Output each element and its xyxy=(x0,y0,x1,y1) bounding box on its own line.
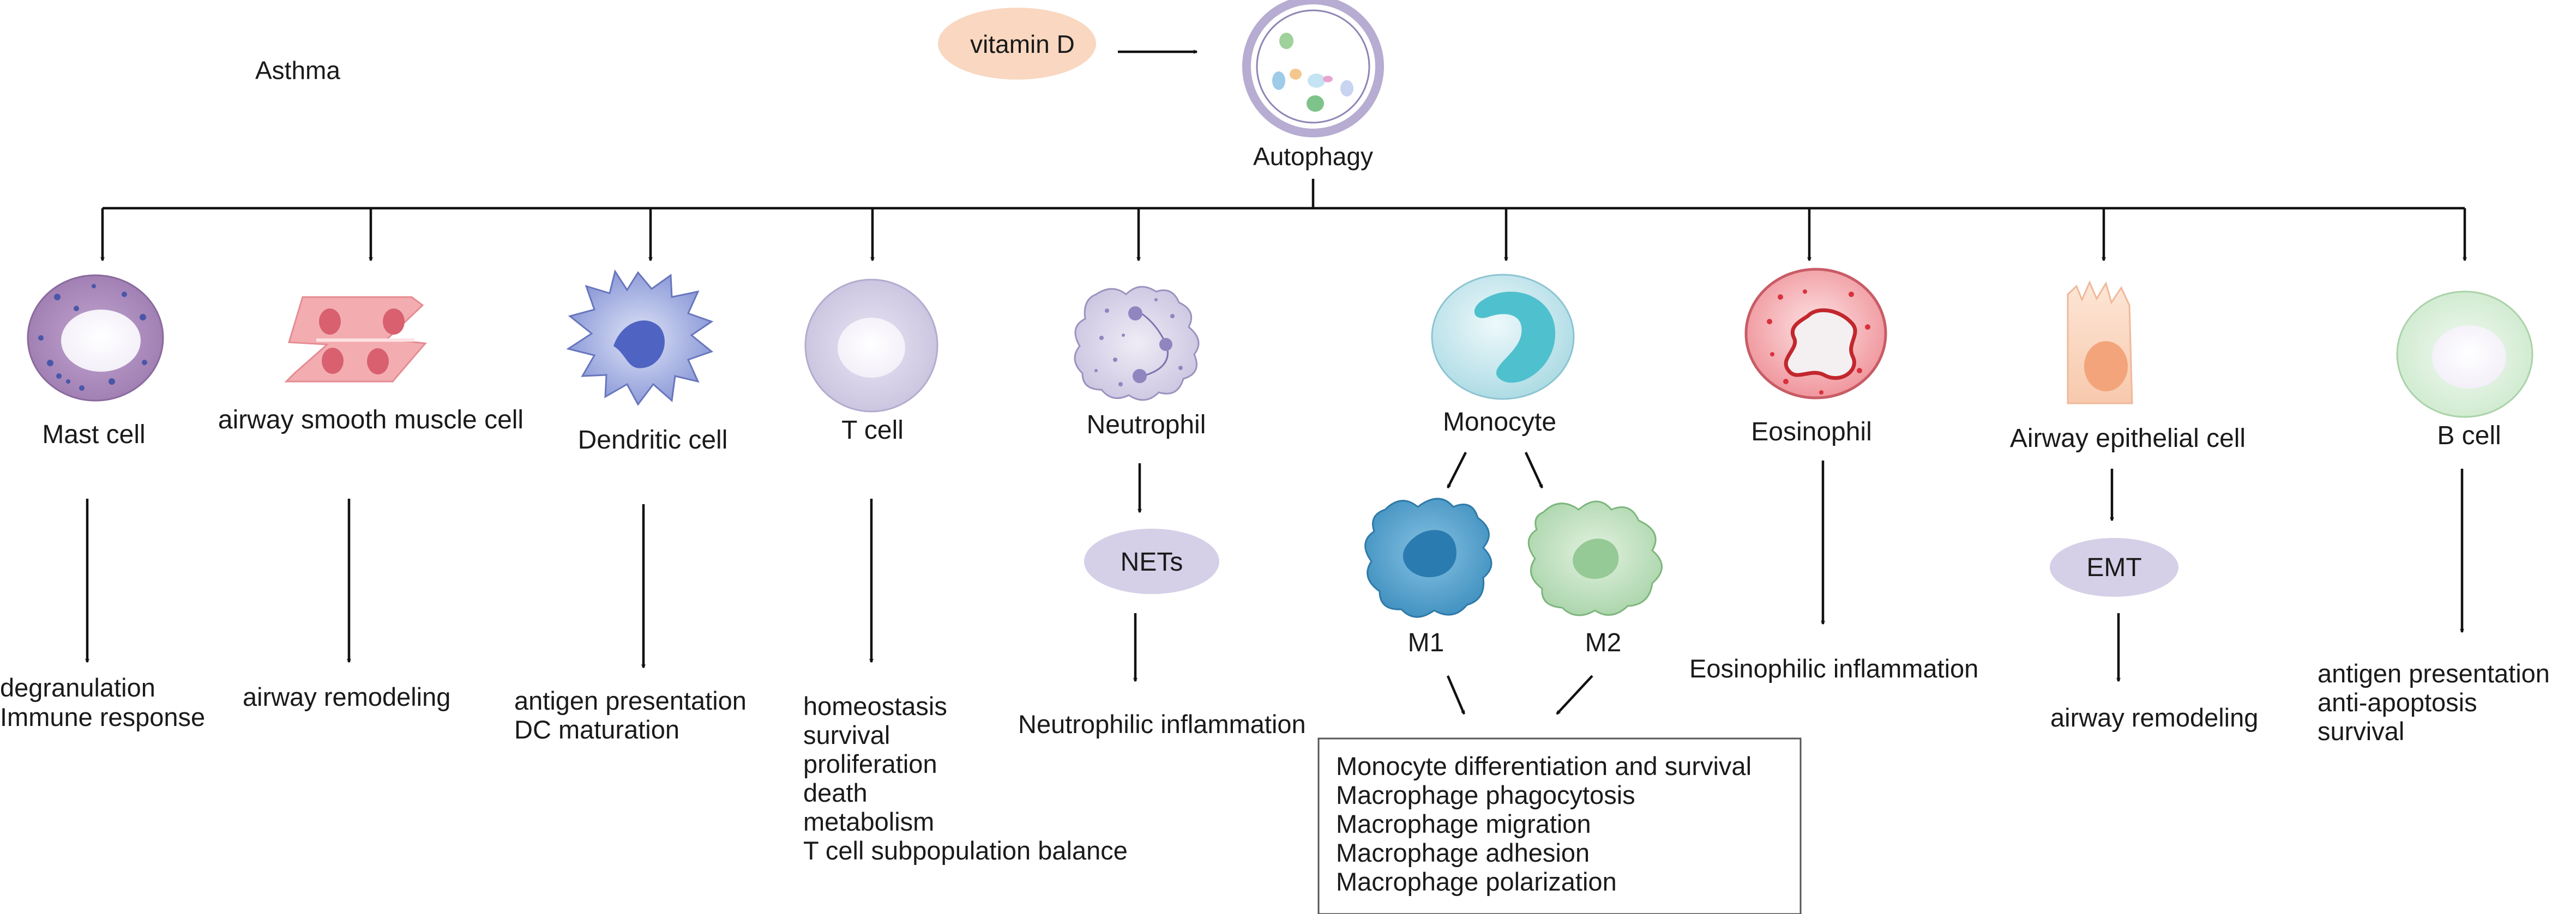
dendritic-cell-label: Dendritic cell xyxy=(578,426,728,455)
dendritic-effect-1: antigen presentation xyxy=(514,686,747,715)
b-cell-effect-3: survival xyxy=(2318,717,2404,746)
monocyte-effect-3: Macrophage migration xyxy=(1336,809,1591,838)
m2-label: M2 xyxy=(1585,628,1622,657)
m1-label: M1 xyxy=(1408,628,1445,657)
b-cell-effect-1: antigen presentation xyxy=(2318,659,2550,688)
smooth-muscle-label: airway smooth muscle cell xyxy=(218,405,523,434)
vitamin-d-label: vitamin D xyxy=(970,30,1075,58)
neutrophil-icon xyxy=(1074,286,1200,401)
m2-macrophage-icon xyxy=(1527,500,1663,616)
smooth-muscle-effect-1: airway remodeling xyxy=(243,682,450,711)
monocyte-effect-5: Macrophage polarization xyxy=(1336,867,1617,896)
m1-macrophage-icon xyxy=(1364,498,1492,618)
dendritic-cell-icon xyxy=(566,269,714,406)
monocyte-label: Monocyte xyxy=(1443,408,1556,437)
monocyte-m1-arrow xyxy=(1446,451,1467,488)
vitamin-d-node: vitamin D xyxy=(938,8,1096,80)
b-cell-icon xyxy=(2396,290,2533,418)
t-cell-effect-1: homeostasis xyxy=(803,692,947,721)
epithelial-effect-1: airway remodeling xyxy=(2050,703,2258,732)
mast-cell-icon xyxy=(27,274,164,402)
t-cell-effect-5: metabolism xyxy=(803,807,934,836)
monocyte-effect-4: Macrophage adhesion xyxy=(1336,838,1590,867)
mast-cell-label: Mast cell xyxy=(42,420,145,449)
t-cell-effect-4: death xyxy=(803,778,868,807)
t-cell-effect-6: T cell subpopulation balance xyxy=(803,836,1128,865)
eosinophil-effect-1: Eosinophilic inflammation xyxy=(1689,654,1978,683)
nets-label: NETs xyxy=(1121,548,1183,577)
eosinophil-icon xyxy=(1744,268,1887,400)
m2-effect-arrow xyxy=(1556,675,1593,715)
vitamin-d-oval xyxy=(938,8,1096,80)
monocyte-icon xyxy=(1431,274,1575,400)
m1-effect-arrow xyxy=(1446,675,1466,714)
neutrophil-effect-1: Neutrophilic inflammation xyxy=(1018,710,1306,739)
smooth-muscle-cell-icon xyxy=(284,296,427,383)
t-cell-effect-2: survival xyxy=(803,721,890,749)
autophagosome-icon xyxy=(1242,0,1384,137)
monocyte-m2-arrow xyxy=(1524,452,1544,488)
diagram-title: Asthma xyxy=(255,56,340,84)
neutrophil-label: Neutrophil xyxy=(1087,410,1206,439)
nets-oval xyxy=(1084,529,1219,594)
autophagy-label: Autophagy xyxy=(1253,142,1373,171)
t-cell-effect-3: proliferation xyxy=(803,749,937,778)
mast-effect-1: degranulation xyxy=(0,673,155,702)
emt-label: EMT xyxy=(2086,553,2141,582)
monocyte-effect-2: Macrophage phagocytosis xyxy=(1336,780,1635,809)
emt-oval xyxy=(2050,538,2178,597)
branch-arrows xyxy=(103,208,2465,261)
eosinophil-label: Eosinophil xyxy=(1751,417,1871,446)
t-cell-icon xyxy=(804,279,938,413)
b-cell-effect-2: anti-apoptosis xyxy=(2318,688,2477,717)
airway-epithelial-cell-icon xyxy=(2067,280,2133,404)
monocyte-effect-1: Monocyte differentiation and survival xyxy=(1336,752,1752,780)
epithelial-label: Airway epithelial cell xyxy=(2010,424,2246,453)
t-cell-label: T cell xyxy=(841,416,904,445)
dendritic-effect-2: DC maturation xyxy=(514,715,679,744)
mast-effect-2: Immune response xyxy=(0,703,205,731)
b-cell-label: B cell xyxy=(2437,421,2501,450)
macrophage-effects-box xyxy=(1317,737,1802,914)
